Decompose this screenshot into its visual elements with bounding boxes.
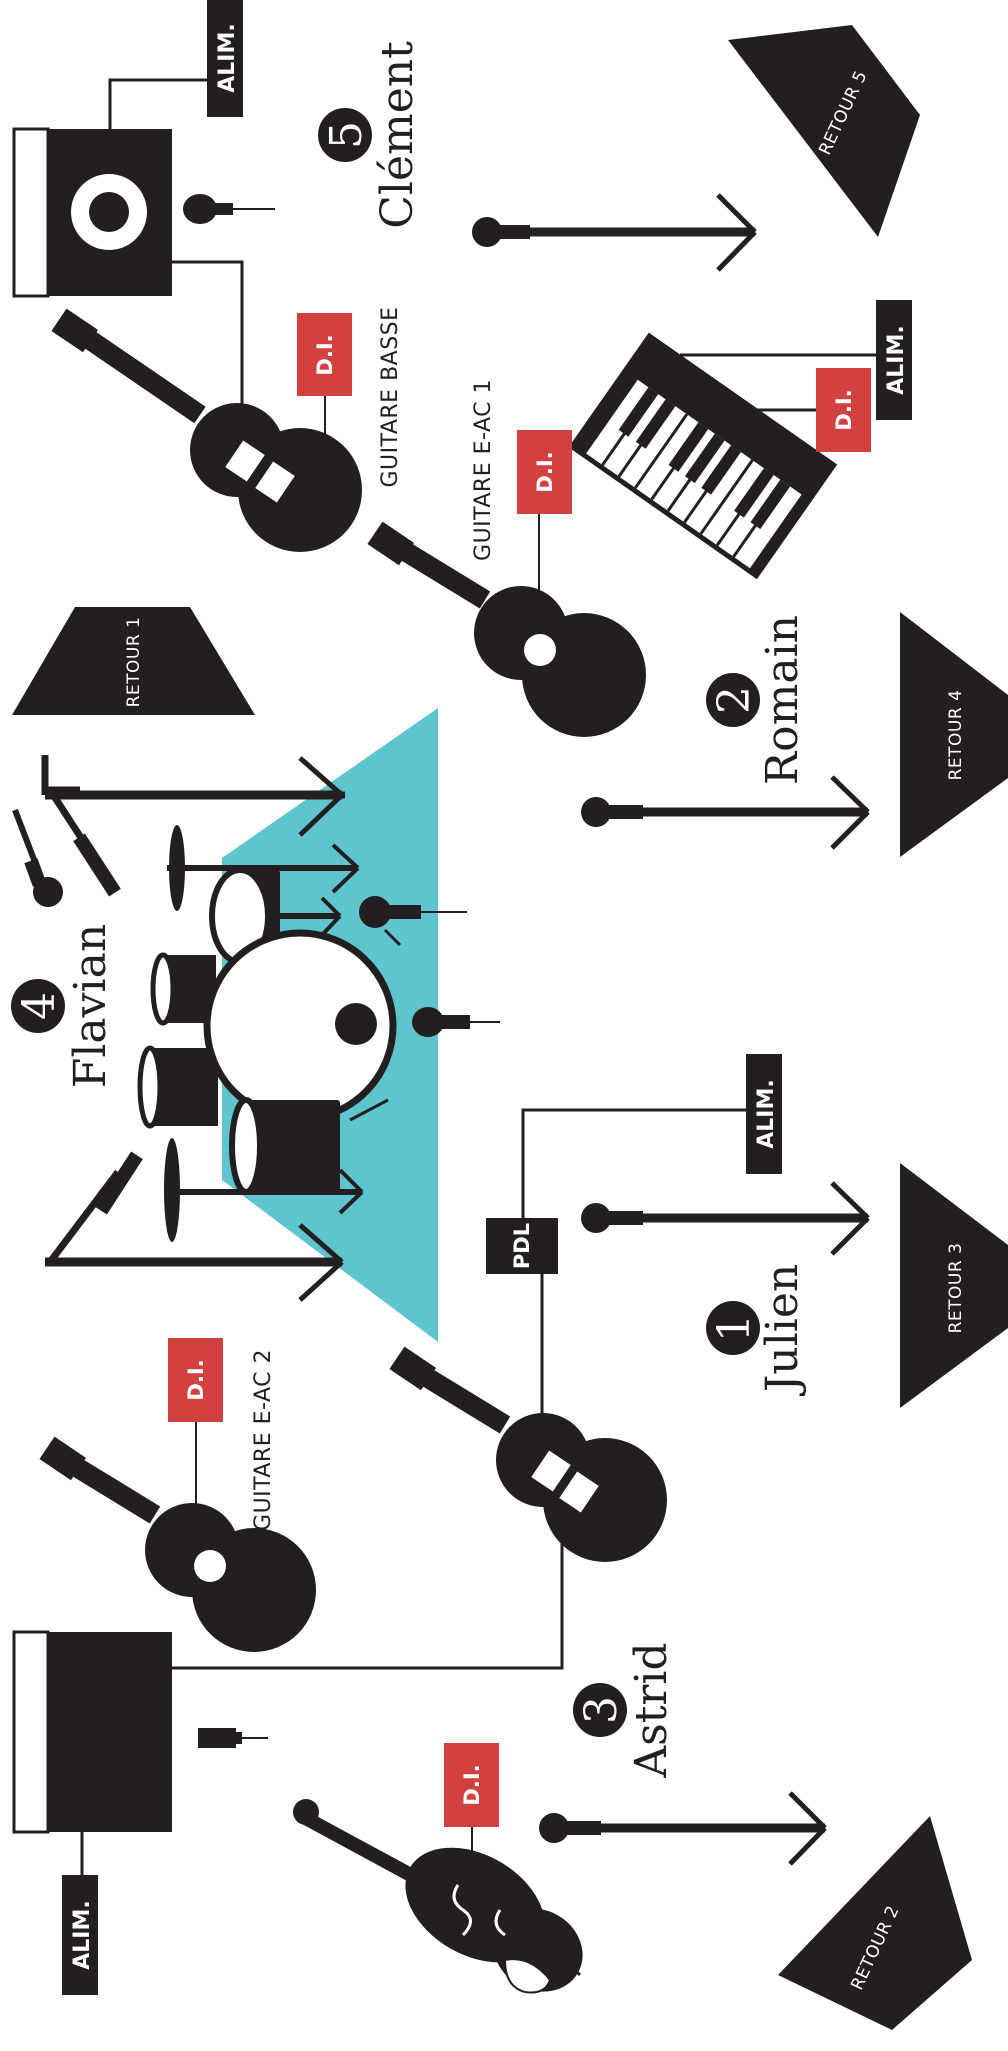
alim-label: ALIM. [754,1079,779,1148]
mic-stand-astrid [539,1791,827,1866]
instrument-label-eac2: GUITARE E-AC 2 [251,1349,276,1531]
bass-cable-to-amp [172,260,244,410]
di-label: D.I. [460,1764,484,1805]
acoustic-guitar-1 [367,521,646,737]
musician-number: 2 [709,686,760,714]
bass-drum [203,929,397,1123]
di-label: D.I. [533,451,557,492]
di-label: D.I. [184,1359,208,1400]
kick-mic [412,1007,500,1037]
retour-label: RETOUR 3 [946,1243,966,1334]
di-box-eac2: D.I. [168,1338,223,1422]
musician-number: 3 [576,1696,627,1724]
monitor-retour-4: RETOUR 4 [900,612,1008,857]
bass-amp [12,127,172,298]
alim-box-julien: ALIM. [746,1054,782,1174]
monitor-retour-3: RETOUR 3 [900,1163,1008,1408]
violin [293,1799,583,1994]
pedal-box: PDL [486,1218,558,1274]
musician-number: 4 [14,992,65,1020]
electric-guitar-julien [389,1346,667,1562]
monitor-retour-1: RETOUR 1 [12,607,255,715]
musician-name: Romain [757,615,808,785]
rack-tom-2 [137,1045,218,1129]
bass-amp-power-cable [108,78,210,129]
di-label: D.I. [832,389,856,430]
alim-box-keyboard: ALIM. [876,300,912,420]
overhead-stand-top [12,755,345,907]
keyboard [568,332,838,580]
musician-badge-clement: 5 Clément [318,41,423,229]
musician-name: Flavian [65,924,116,1088]
musician-badge-julien: 1 Julien [706,1264,808,1397]
di-box-bass: D.I. [297,313,352,396]
mic-stand-romain [581,775,870,850]
di-box-eac1: D.I. [517,430,572,514]
rack-tom-1 [150,952,216,1026]
alim-box-guitar-amp: ALIM. [62,1875,98,1995]
alim-label: ALIM. [884,325,909,394]
pdl-label: PDL [510,1223,534,1269]
musician-badge-astrid: 3 Astrid [573,1642,677,1779]
musician-name: Julien [757,1264,808,1397]
guitar-to-amp-cable [172,1540,564,1670]
guitar-amp [12,1630,172,1834]
musician-name: Clément [372,41,423,229]
monitor-retour-5: RETOUR 5 [728,25,920,237]
instrument-label-eac1: GUITARE E-AC 1 [471,379,496,561]
mic-stand-clement [472,193,757,272]
alim-label: ALIM. [215,23,240,92]
monitor-retour-2: RETOUR 2 [778,1816,972,2030]
di-label: D.I. [313,334,337,375]
musician-badge-romain: 2 Romain [706,615,808,785]
pedal-power-cable [521,1108,750,1218]
musician-number: 5 [321,121,372,149]
overhead-stand-bottom [45,1151,344,1302]
retour-label: RETOUR 1 [124,617,144,708]
guitar-amp-mic [198,1728,268,1748]
retour-label: RETOUR 4 [946,690,966,781]
bass-guitar [51,308,362,552]
acoustic-guitar-2 [39,1436,316,1652]
bass-amp-mic [183,194,275,224]
musician-badge-flavian: 4 Flavian [11,924,116,1088]
snare-mic [359,896,467,928]
alim-label: ALIM. [70,1900,95,1969]
floor-tom [229,1097,340,1195]
di-box-keyboard: D.I. [816,368,871,452]
mic-stand-julien [581,1181,870,1256]
instrument-label-bass: GUITARE BASSE [378,306,403,487]
musician-number: 1 [709,1314,760,1342]
alim-box-bass: ALIM. [207,0,243,117]
di-box-violin: D.I. [444,1743,499,1827]
musician-name: Astrid [626,1642,677,1778]
